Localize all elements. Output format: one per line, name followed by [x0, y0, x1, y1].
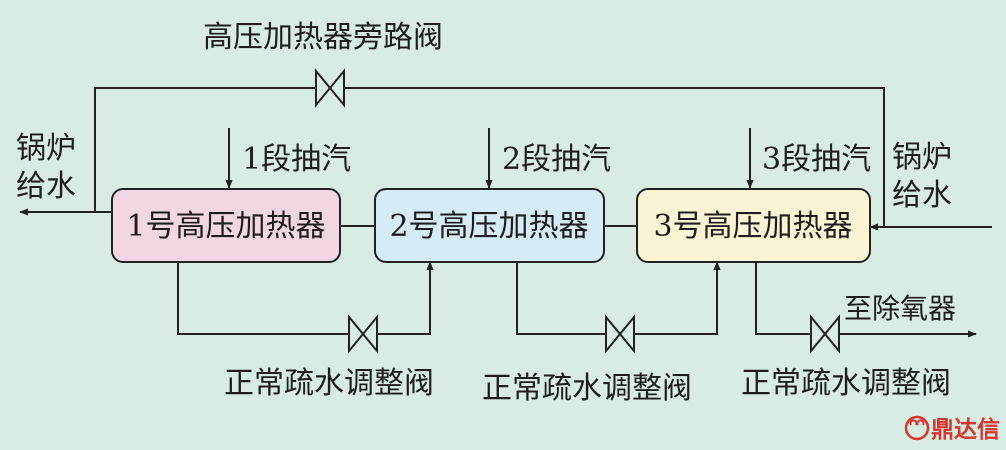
watermark: 鼎达信 [904, 415, 1000, 443]
bypass-line [94, 87, 885, 227]
extraction-label-3: 3段抽汽 [762, 142, 871, 177]
drain-line-2 [516, 261, 721, 335]
heater-3-box [636, 188, 871, 263]
drain-valve-label-2: 正常疏水调整阀 [482, 371, 692, 406]
drain-valve-icon-2 [605, 314, 635, 354]
drain-valve-label-3: 正常疏水调整阀 [741, 366, 951, 401]
heater-2-label: 2号高压加热器 [389, 209, 588, 244]
feedwater-in-label-line1: 锅炉 [892, 140, 952, 175]
drain-valve-icon-3 [810, 314, 840, 354]
extraction-label-1: 1段抽汽 [242, 142, 351, 177]
heater-1-label: 1号高压加热器 [126, 209, 325, 244]
heater-2-box [374, 188, 605, 263]
deaerator-label: 至除氧器 [844, 292, 956, 325]
watermark-logo-mark [909, 419, 925, 426]
feedwater-out-label-line2: 给水 [16, 169, 76, 204]
feedwater-in-label-line2: 给水 [892, 178, 952, 213]
extraction-label-2: 2段抽汽 [502, 142, 611, 177]
heater-1-box [111, 188, 341, 263]
drain-valve-icon-1 [348, 314, 378, 354]
feedwater-out-label-line1: 锅炉 [16, 131, 76, 166]
watermark-brand: 鼎达信 [931, 416, 1000, 443]
bypass-valve-label: 高压加热器旁路阀 [203, 20, 443, 55]
heater-3-label: 3号高压加热器 [653, 209, 852, 244]
drain-line-1 [177, 261, 434, 335]
bypass-valve-icon [315, 68, 345, 108]
watermark-logo-icon [904, 415, 930, 441]
drain-valve-label-1: 正常疏水调整阀 [224, 366, 434, 401]
